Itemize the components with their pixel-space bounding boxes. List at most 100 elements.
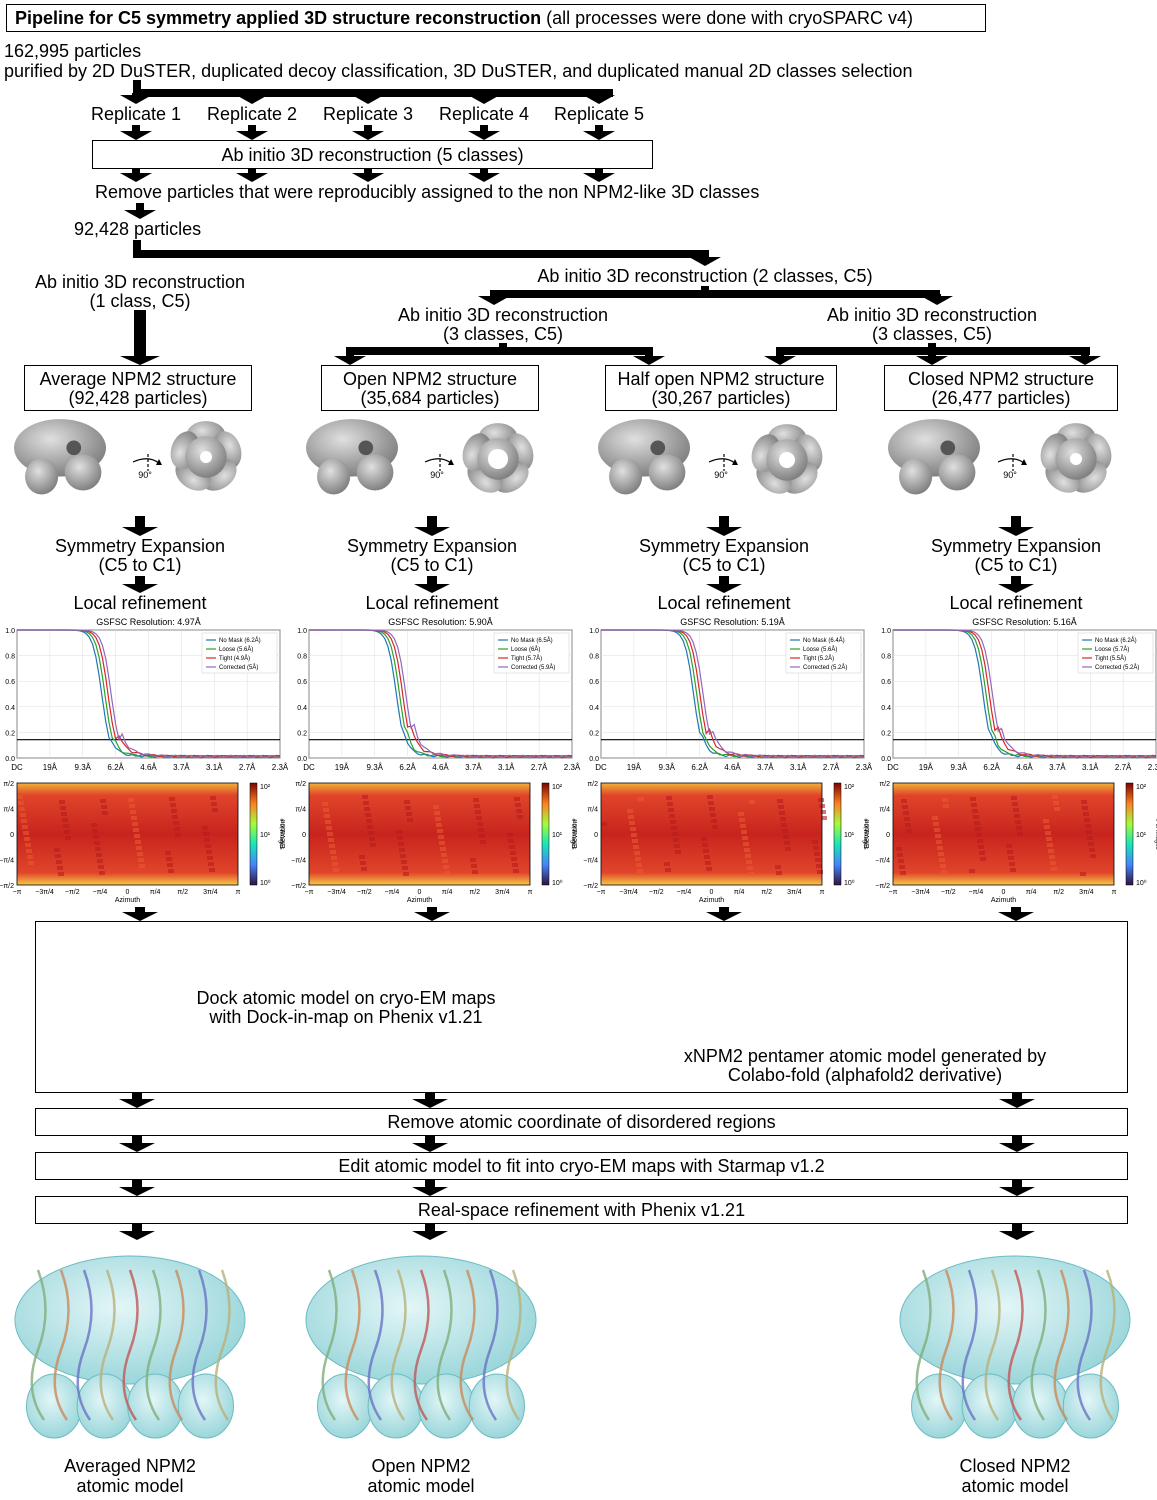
heatmap-cell (57, 866, 63, 870)
heatmap-cell (440, 847, 446, 851)
fsc-ytick: 0.0 (881, 756, 891, 763)
rotation-arrowhead (156, 459, 162, 465)
heatmap-xtick: π/2 (1053, 889, 1064, 896)
heatmap-cell (1090, 854, 1096, 858)
fsc-title: GSFSC Resolution: 5.16Å (972, 617, 1077, 627)
heatmap-cbar-tick: 10⁰ (1136, 879, 1147, 887)
arrow-to-dock-3-shaft (719, 907, 729, 912)
heatmap-cell (92, 829, 98, 833)
map-side-lobe (317, 458, 351, 495)
heatmap-cell (97, 859, 103, 863)
heatmap-cell (710, 813, 716, 817)
sym-exp-4-line2: (C5 to C1) (974, 555, 1058, 575)
heatmap-cell (102, 811, 108, 815)
heatmap-cell (64, 830, 70, 834)
heatmap-cell (976, 833, 982, 837)
fsc-curve-corrected (601, 629, 865, 759)
heatmap-cell (129, 804, 135, 808)
final-model-open (305, 1255, 537, 1439)
rotation-icon-3: 90° (708, 454, 738, 480)
fsc-ytick: 0.2 (881, 730, 891, 737)
arrow-step3-to-model-1-shaft (132, 1224, 142, 1231)
heatmap-cell (666, 796, 672, 800)
arrow-step2-to-step3-2-shaft (425, 1180, 435, 1187)
arrow-to-local-ref-1-head (122, 584, 158, 593)
heatmap-cell (1043, 819, 1049, 823)
fsc-legend-label: No Mask (6.2Å) (219, 637, 261, 644)
fsc-legend-label: Corrected (5.2Å) (1095, 664, 1139, 671)
density-lower-lobe (468, 1373, 525, 1439)
heatmap-cell (131, 816, 137, 820)
replicate-3: Replicate 3 (322, 104, 414, 124)
heatmap-ytick: π/2 (879, 781, 890, 788)
rotation-label: 90° (1003, 470, 1017, 480)
heatmap-ytick: −π/4 (875, 858, 890, 865)
heatmap-cell (775, 865, 781, 869)
structure-name-open: Open NPM2 structure (342, 369, 518, 389)
heatmap-cbar-tick: 10¹ (844, 832, 855, 839)
heatmap-cell (174, 827, 180, 831)
sym-exp-2-line2: (C5 to C1) (390, 555, 474, 575)
fsc-xtick: 4.6Å (140, 763, 157, 772)
fsc-ytick: 0.8 (297, 654, 307, 661)
replicate-2: Replicate 2 (206, 104, 298, 124)
fsc-xtick: 2.3Å (856, 763, 873, 772)
heatmap-cell (740, 824, 746, 828)
heatmap-cell (703, 849, 709, 853)
fsc-xtick: 9.3Å (659, 763, 676, 772)
sym-exp-3-line2: (C5 to C1) (682, 555, 766, 575)
heatmap-cell (18, 801, 24, 805)
heatmap-xtick: −π/2 (65, 889, 80, 896)
heatmap-cell (745, 854, 751, 858)
arrow-to-local-ref-4-shaft (1011, 576, 1021, 584)
heatmap-cell (630, 827, 636, 831)
heatmap-cell (665, 868, 671, 872)
heatmap-cell (55, 854, 61, 858)
heatmap-cell (405, 806, 411, 810)
heatmap-cell (1016, 826, 1022, 830)
fsc-xtick: 19Å (43, 763, 58, 772)
heatmap-cell (972, 809, 978, 813)
heatmap-ylabel: Elevation (864, 819, 871, 848)
heatmap-ytick: π/2 (295, 781, 306, 788)
heatmap-cell (631, 833, 637, 837)
heatmap-xtick: π (1112, 889, 1117, 896)
heatmap-xtick: π/2 (177, 889, 188, 896)
rotation-arrowhead (1021, 459, 1027, 465)
fsc-xtick: DC (303, 763, 315, 772)
heatmap-cell (1009, 862, 1015, 866)
heatmap-cell (820, 810, 826, 814)
ribbon-strand (191, 1269, 208, 1421)
rotation-label: 90° (430, 470, 444, 480)
arrow-replicate-4-to-abinitio-head (468, 131, 500, 140)
step-box-2: Edit atomic model to fit into cryo-EM ma… (35, 1152, 1128, 1180)
heatmap-cell (62, 818, 68, 822)
heatmap-cell (331, 856, 337, 860)
heatmap-cell (166, 857, 172, 861)
heatmap-body (309, 783, 530, 885)
heatmap-cell (1051, 867, 1057, 871)
heatmap-cell (1083, 812, 1089, 816)
map-pore (779, 452, 795, 468)
heatmap-cell (61, 812, 67, 816)
ribbon-strand (505, 1269, 522, 1421)
arrow-to-replicate-1-shaft (132, 93, 140, 95)
ribbon-strand (984, 1269, 1001, 1421)
heatmap-cell (25, 843, 31, 847)
heatmap-xtick: 3π/4 (787, 889, 802, 896)
heatmap-cell (712, 825, 718, 829)
heatmap-cell (209, 868, 215, 872)
remove-particles-text: Remove particles that were reproducibly … (95, 182, 760, 202)
fsc-xtick: 3.7Å (757, 763, 774, 772)
fsc-xtick: 3.1Å (790, 763, 807, 772)
heatmap-cell (969, 869, 975, 873)
map-side-lobe (648, 454, 686, 491)
heatmap-cell (28, 861, 34, 865)
dock-text-line1: Dock atomic model on cryo-EM maps (196, 988, 496, 1008)
arrow-abinitio-out-4-shaft (480, 169, 488, 173)
heatmap-xtick: −π/2 (941, 889, 956, 896)
arrow-abinitio-out-4-head (468, 173, 500, 182)
fsc-ytick: 0.8 (589, 654, 599, 661)
map-side-lobe (64, 454, 102, 491)
